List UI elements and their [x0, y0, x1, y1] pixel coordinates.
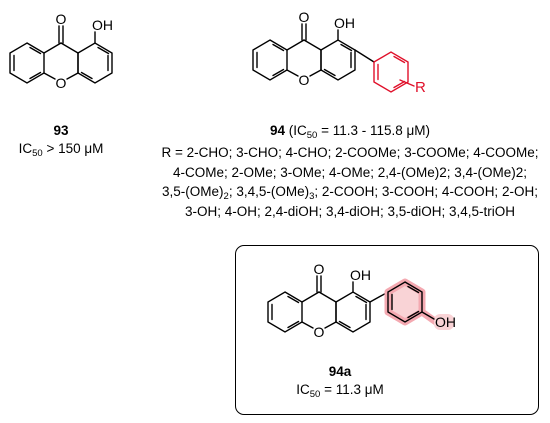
carbonyl-oxygen-94a: O: [314, 261, 325, 277]
hydroxyl-93: OH: [92, 17, 113, 33]
aryl-ring-94: [373, 51, 415, 93]
substituent-line-2: 4-COMe; 2-OMe; 3-OMe; 4-OMe; 2,4-(OMe)2;…: [172, 164, 528, 180]
ic-value: = 11.3 - 115.8 μM): [317, 123, 431, 138]
ring-oxygen-94: O: [299, 72, 310, 88]
substituent-line-4: 3-OH; 4-OH; 2,4-diOH; 3,4-diOH; 3,5-diOH…: [184, 203, 516, 219]
ic-subscript: 50: [32, 148, 43, 159]
substituent-line-1: R = 2-CHO; 3-CHO; 4-CHO; 2-COOMe; 3-COOM…: [161, 145, 539, 160]
line3-part-b: ; 3,4,5-(OMe): [228, 184, 310, 199]
ic-prefix: IC: [296, 382, 310, 397]
ring-oxygen-94a: O: [314, 324, 325, 340]
compound-94a-activity: IC50 = 11.3 μM: [280, 381, 400, 399]
ic-value: = 11.3 μM: [320, 382, 384, 397]
phenol-ring-94a: [387, 281, 435, 323]
compound-94-title: 94 (IC50 = 11.3 - 115.8 μM): [250, 122, 450, 140]
structure-93: [9, 25, 113, 84]
carbonyl-oxygen-93: O: [56, 11, 67, 27]
compound-94a-label: 94a: [328, 364, 352, 379]
structure-94: [252, 23, 375, 81]
compound-93-activity: IC50 > 150 μM: [0, 140, 122, 158]
ic-prefix: IC: [18, 141, 33, 156]
ring-oxygen-93: O: [56, 75, 67, 91]
compound-94a-caption: 94a IC50 = 11.3 μM: [280, 363, 400, 399]
hydroxyl-94: OH: [334, 15, 355, 31]
line3-part-c: ; 2-COOH; 3-COOH; 4-COOH; 2-OH;: [314, 184, 538, 199]
line3-part-a: 3,5-(OMe): [162, 184, 224, 199]
substituent-list: R = 2-CHO; 3-CHO; 4-CHO; 2-COOMe; 3-COOM…: [140, 143, 550, 221]
phenol-hydroxyl-94a: OH: [435, 314, 456, 330]
carbonyl-oxygen-94: O: [299, 9, 310, 25]
highlight-box-94a: [235, 245, 539, 415]
line3-sub-1: 2: [223, 191, 229, 202]
ic-subscript: 50: [309, 389, 321, 400]
activity-open: (IC: [284, 123, 307, 138]
compound-93-label: 93: [53, 123, 69, 138]
ic-value: > 150 μM: [42, 141, 104, 156]
substituent-line-3: 3,5-(OMe)2; 3,4,5-(OMe)3; 2-COOH; 3-COOH…: [140, 182, 550, 202]
hydroxyl-94a: OH: [350, 267, 371, 283]
compound-94-label: 94: [269, 123, 285, 138]
line3-sub-2: 3: [309, 191, 315, 202]
substituent-r-label: R: [415, 79, 426, 96]
compound-93-caption: 93 IC50 > 150 μM: [0, 122, 122, 158]
ic-subscript: 50: [306, 130, 318, 141]
